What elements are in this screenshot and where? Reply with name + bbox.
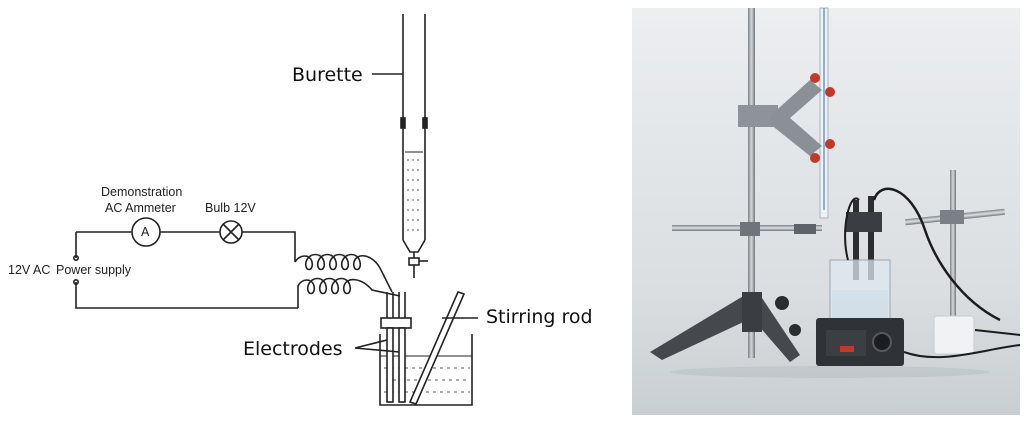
ammeter-symbol: A bbox=[141, 225, 150, 239]
label-ac-ammeter: AC Ammeter bbox=[105, 201, 176, 215]
electrodes-icon bbox=[380, 292, 412, 403]
circuit-wire-top bbox=[76, 231, 296, 262]
electrodes-leader-line bbox=[354, 339, 400, 353]
burette-icon bbox=[400, 14, 428, 278]
power-terminal-bottom bbox=[73, 278, 80, 285]
magnetic-stirrer-icon bbox=[816, 318, 904, 366]
circuit-wire-left bbox=[75, 232, 298, 309]
label-electrodes: Electrodes bbox=[243, 338, 343, 360]
label-power-supply: Power supply bbox=[56, 263, 132, 277]
label-power-prefix: 12V AC bbox=[8, 263, 50, 277]
tripod-base-icon bbox=[650, 292, 801, 362]
label-demonstration: Demonstration bbox=[101, 185, 182, 199]
label-stirring-rod: Stirring rod bbox=[486, 306, 593, 328]
power-terminal-top bbox=[73, 255, 80, 262]
burette-clamp-icon bbox=[738, 73, 835, 163]
label-bulb: Bulb 12V bbox=[205, 201, 256, 215]
circuit-schematic bbox=[73, 14, 478, 406]
coiled-wire-upper bbox=[294, 253, 393, 293]
lab-apparatus-photo bbox=[632, 7, 1021, 415]
stirring-rod-icon bbox=[408, 291, 466, 405]
ammeter-icon bbox=[131, 217, 161, 247]
bulb-icon bbox=[219, 220, 243, 244]
label-burette: Burette bbox=[292, 64, 363, 86]
coiled-wire-lower bbox=[297, 277, 401, 308]
